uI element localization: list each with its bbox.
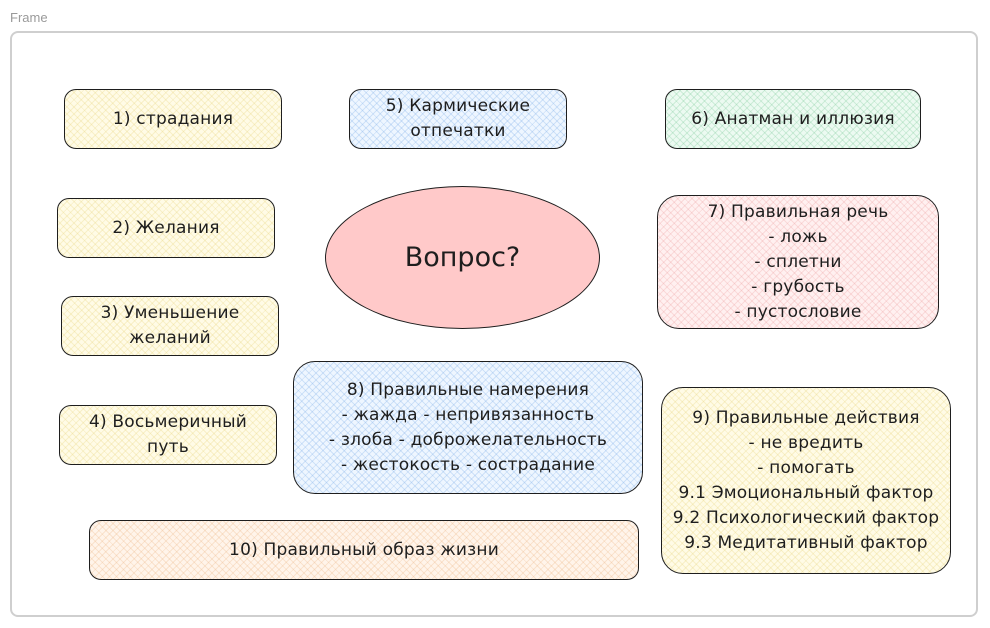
frame-label: Frame xyxy=(10,10,48,25)
node-8-right-intention[interactable]: 8) Правильные намерения - жажда - неприв… xyxy=(293,361,643,494)
node-4-eightfold-path[interactable]: 4) Восьмеричный путь xyxy=(59,405,277,465)
node-6-anatman[interactable]: 6) Анатман и иллюзия xyxy=(665,89,921,149)
node-9-right-action[interactable]: 9) Правильные действия - не вредить - по… xyxy=(661,387,951,574)
node-3-reducing-desires[interactable]: 3) Уменьшение желаний xyxy=(61,296,279,356)
node-10-right-livelihood[interactable]: 10) Правильный образ жизни xyxy=(89,520,639,580)
node-1-suffering[interactable]: 1) страдания xyxy=(64,89,282,149)
node-2-desires[interactable]: 2) Желания xyxy=(57,198,275,258)
central-question[interactable]: Вопрос? xyxy=(325,186,600,329)
node-7-right-speech[interactable]: 7) Правильная речь - ложь - сплетни - гр… xyxy=(657,195,939,329)
node-5-karmic-imprints[interactable]: 5) Кармические отпечатки xyxy=(349,89,567,149)
frame[interactable] xyxy=(10,31,978,617)
